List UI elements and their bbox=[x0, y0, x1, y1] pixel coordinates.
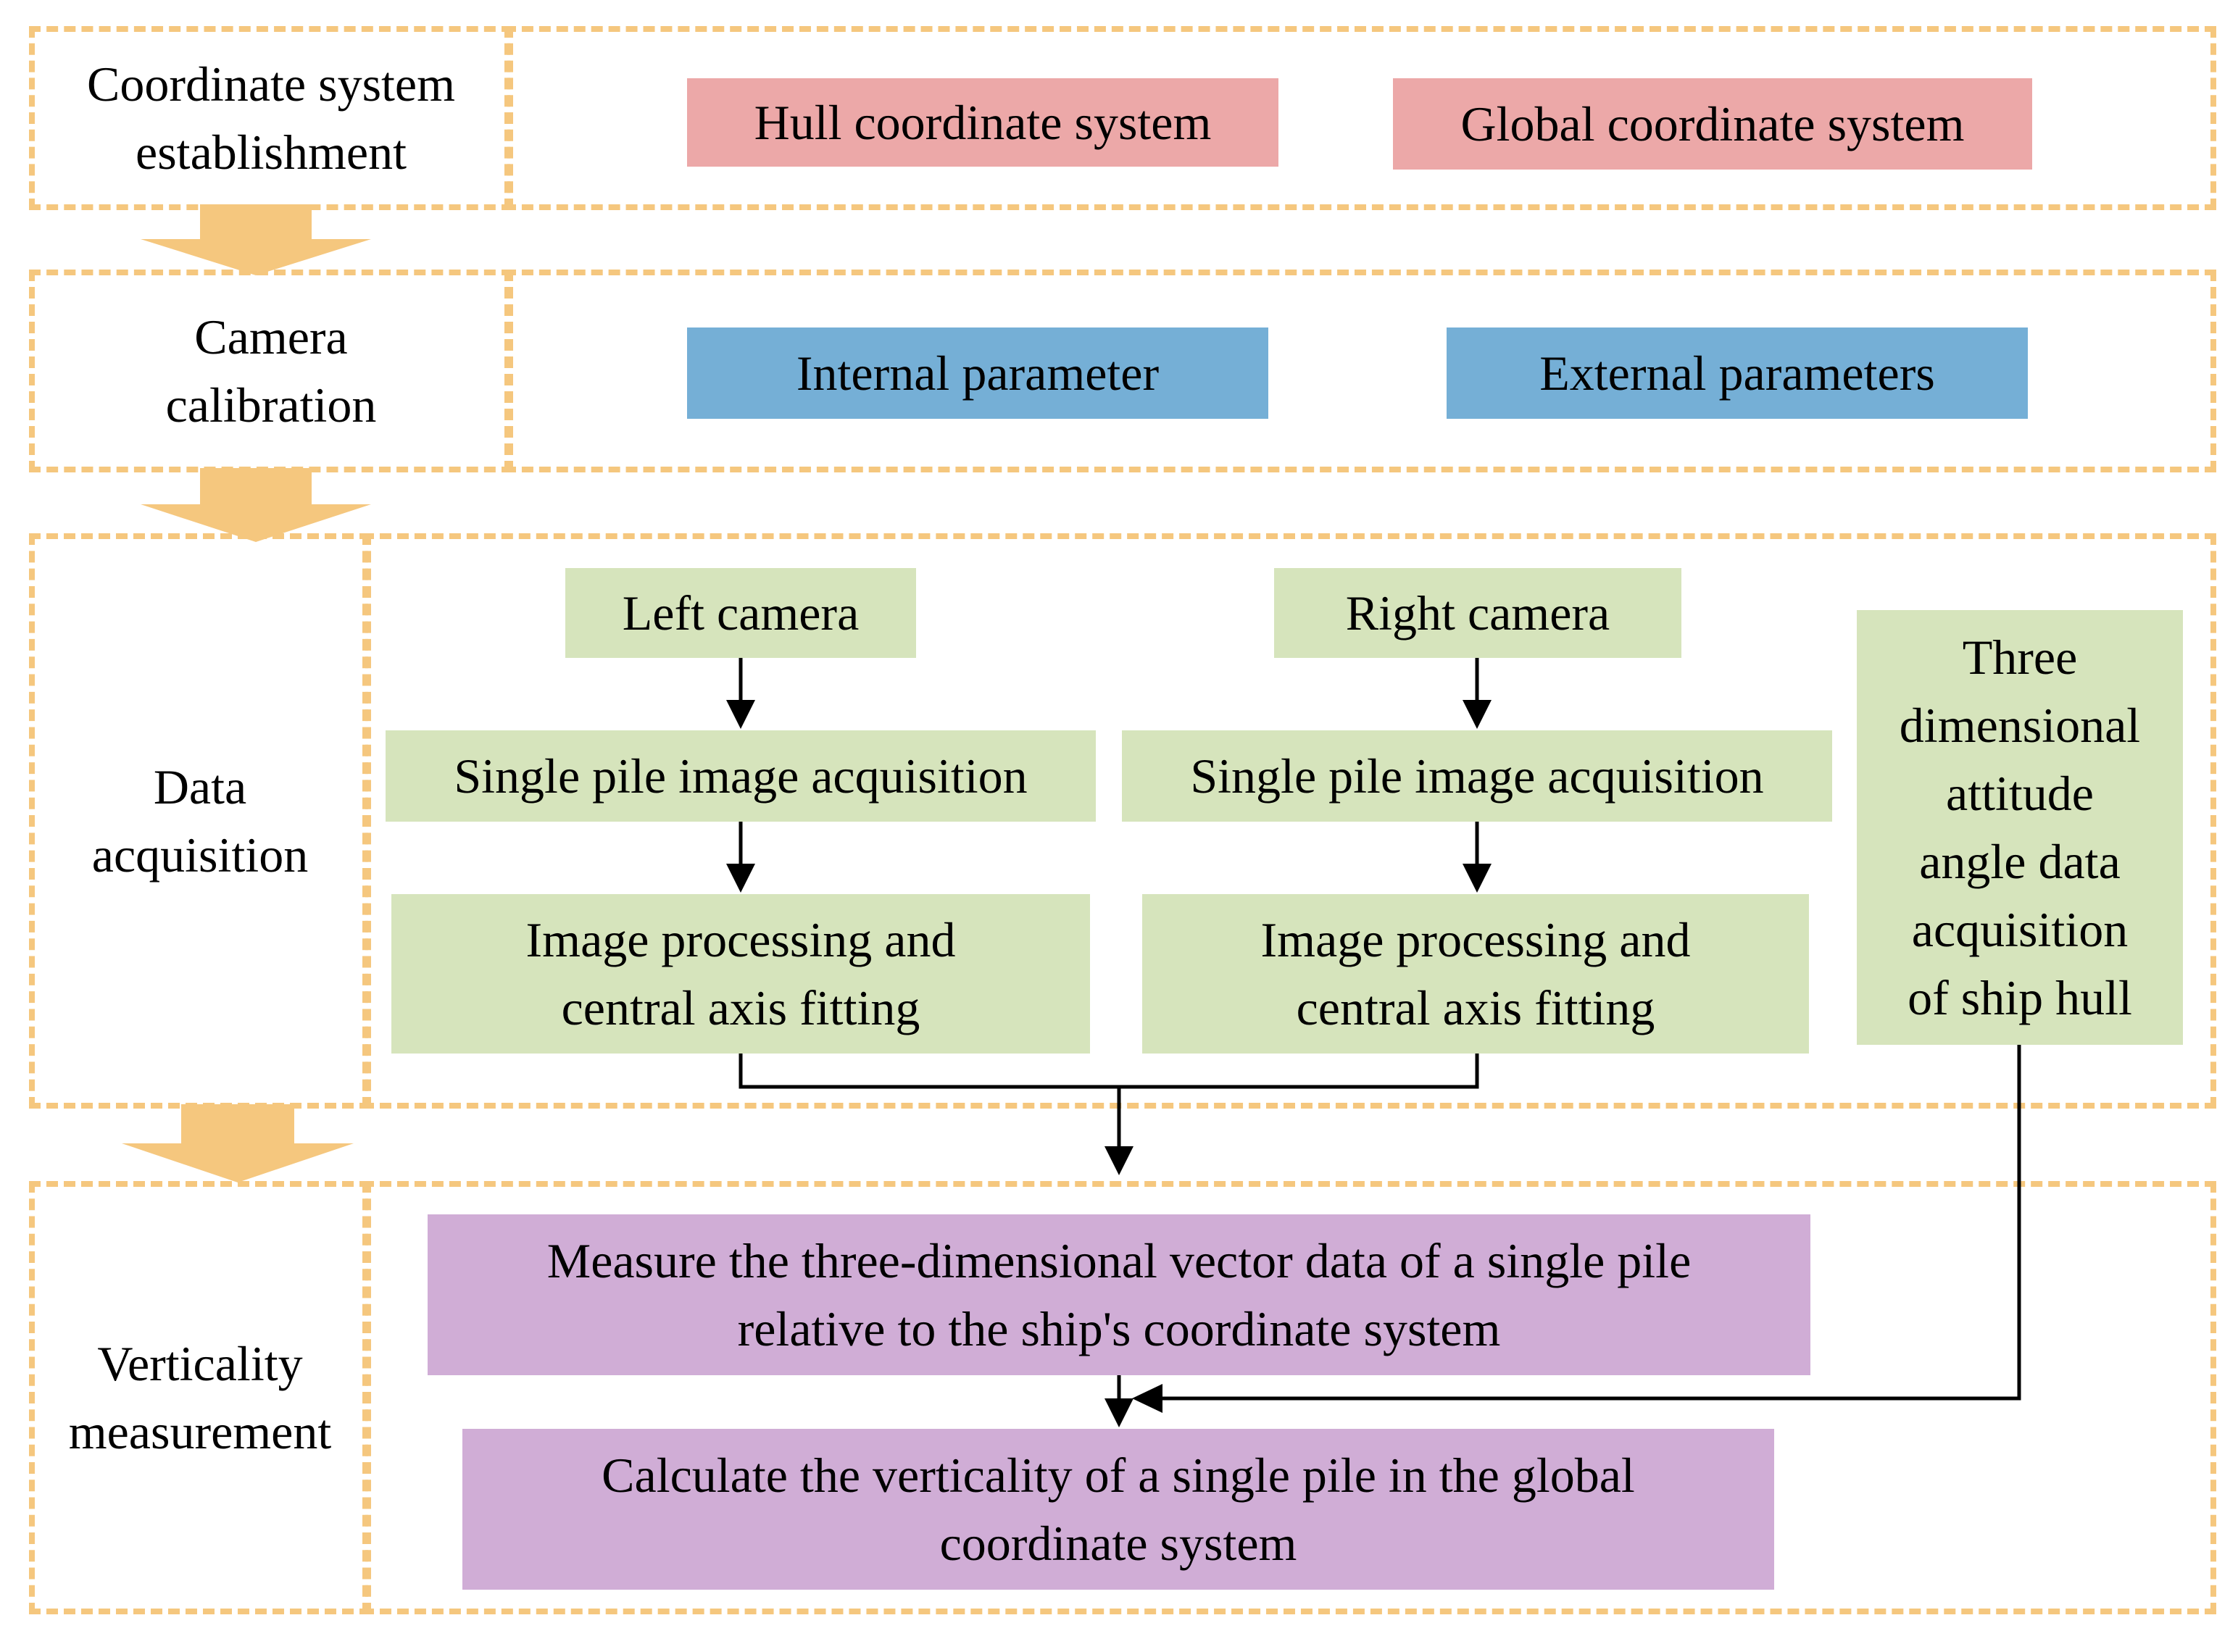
coordinate-stage-content-frame bbox=[504, 26, 2216, 210]
calculate-verticality-line-1: Calculate the verticality of a single pi… bbox=[602, 1448, 1635, 1503]
left-image-processing-line-2: central axis fitting bbox=[561, 980, 920, 1035]
stage-arrow-3 bbox=[122, 1104, 354, 1182]
hull-attitude-line-3: attitude bbox=[1946, 766, 2094, 821]
left-single-pile-image-box: Single pile image acquisition bbox=[386, 730, 1096, 822]
right-camera-text: Right camera bbox=[1345, 585, 1610, 641]
stage-arrow-1 bbox=[141, 204, 371, 275]
acquisition-stage-label-line-1: Data bbox=[153, 759, 247, 814]
external-parameters-text: External parameters bbox=[1539, 346, 1935, 401]
acquisition-stage-label-line-2: acquisition bbox=[91, 827, 309, 883]
coordinate-stage-label: Coordinate system establishment bbox=[35, 32, 507, 204]
right-camera-box: Right camera bbox=[1274, 568, 1681, 658]
measure-vector-line-1: Measure the three-dimensional vector dat… bbox=[546, 1233, 1692, 1288]
calibration-stage-label-line-1: Camera bbox=[194, 309, 348, 364]
right-single-pile-image-text: Single pile image acquisition bbox=[1190, 748, 1764, 804]
calibration-stage-label: Camera calibration bbox=[35, 275, 507, 467]
left-camera-text: Left camera bbox=[622, 585, 860, 641]
calculate-verticality-line-2: coordinate system bbox=[939, 1516, 1297, 1571]
coordinate-stage-label-line-1: Coordinate system bbox=[86, 57, 456, 112]
left-image-processing-box: Image processing and central axis fittin… bbox=[391, 894, 1090, 1054]
hull-attitude-line-5: acquisition bbox=[1911, 902, 2129, 957]
global-coordinate-system-box: Global coordinate system bbox=[1393, 78, 2032, 170]
right-single-pile-image-box: Single pile image acquisition bbox=[1122, 730, 1832, 822]
measure-vector-box: Measure the three-dimensional vector dat… bbox=[428, 1214, 1810, 1375]
right-image-processing-line-2: central axis fitting bbox=[1296, 980, 1655, 1035]
verticality-stage-label: Verticality measurement bbox=[35, 1187, 365, 1609]
left-image-processing-line-1: Image processing and bbox=[525, 912, 956, 967]
internal-parameter-box: Internal parameter bbox=[687, 328, 1268, 419]
calibration-stage-content-frame bbox=[504, 270, 2216, 472]
external-parameters-box: External parameters bbox=[1447, 328, 2028, 419]
calculate-verticality-box: Calculate the verticality of a single pi… bbox=[462, 1429, 1774, 1590]
verticality-stage-label-line-2: measurement bbox=[68, 1404, 332, 1459]
hull-attitude-line-2: dimensional bbox=[1899, 698, 2141, 753]
internal-parameter-text: Internal parameter bbox=[796, 346, 1160, 401]
calibration-stage-label-line-2: calibration bbox=[165, 377, 377, 433]
measure-vector-line-2: relative to the ship's coordinate system bbox=[737, 1301, 1501, 1356]
right-image-processing-box: Image processing and central axis fittin… bbox=[1142, 894, 1809, 1054]
verticality-stage-label-line-1: Verticality bbox=[97, 1336, 303, 1391]
global-coordinate-system-text: Global coordinate system bbox=[1460, 96, 1965, 151]
right-image-processing-line-1: Image processing and bbox=[1260, 912, 1691, 967]
hull-attitude-line-6: of ship hull bbox=[1908, 970, 2132, 1025]
hull-attitude-box: Three dimensional attitude angle data ac… bbox=[1857, 610, 2183, 1045]
hull-attitude-line-4: angle data bbox=[1919, 834, 2121, 889]
stage-arrow-2 bbox=[141, 468, 371, 542]
hull-attitude-line-1: Three bbox=[1962, 630, 2078, 685]
verticality-stage-label-frame bbox=[29, 1181, 371, 1614]
left-camera-box: Left camera bbox=[565, 568, 916, 658]
hull-coordinate-system-text: Hull coordinate system bbox=[754, 95, 1212, 150]
acquisition-stage-label: Data acquisition bbox=[35, 539, 365, 1103]
coordinate-stage-label-line-2: establishment bbox=[136, 125, 407, 180]
left-single-pile-image-text: Single pile image acquisition bbox=[454, 748, 1028, 804]
hull-coordinate-system-box: Hull coordinate system bbox=[687, 78, 1278, 167]
